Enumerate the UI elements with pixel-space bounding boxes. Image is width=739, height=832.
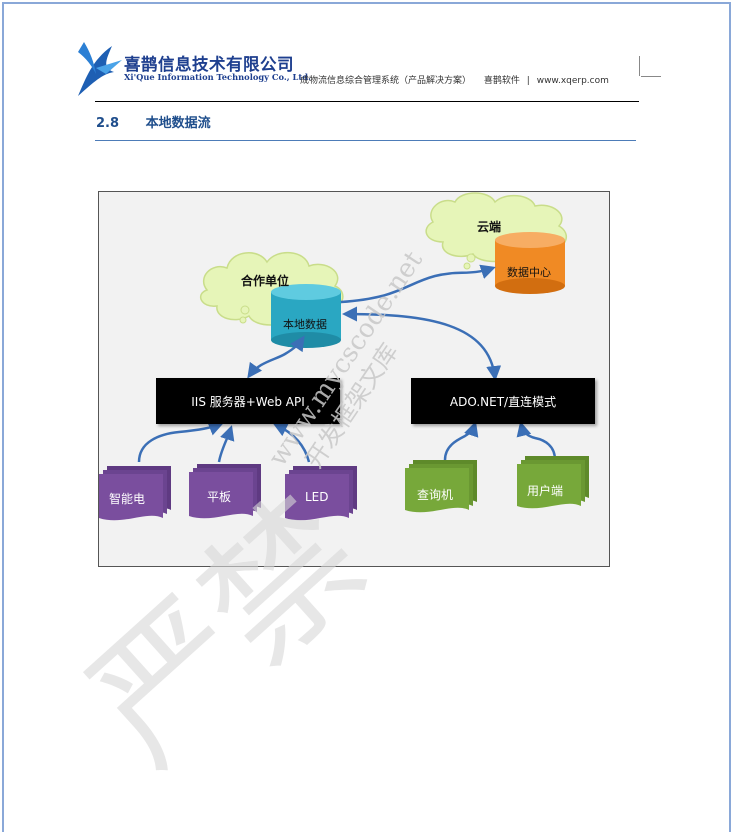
header-info: 成物流信息综合管理系统（产品解决方案） 喜鹊软件 | www.xqerp.com — [300, 73, 609, 86]
remote-cloud-label: 云端 — [477, 220, 502, 234]
data-flow-diagram: 合作单位 云端 本地数据 数据中心 IIS 服务器+Web API ADO.NE… — [98, 191, 610, 567]
local-data-label: 本地数据 — [283, 318, 327, 331]
arrow-local-to-ado — [342, 306, 502, 381]
magpie-logo-icon — [78, 42, 122, 96]
arrow-iis-to-local — [247, 335, 305, 379]
client-doc-5 — [517, 456, 589, 509]
arrow-client2-to-iis — [217, 425, 235, 463]
section-title: 本地数据流 — [145, 116, 211, 131]
section-number: 2.8 — [96, 116, 120, 131]
header-separator: | — [526, 76, 530, 86]
data-center-label: 数据中心 — [507, 266, 551, 279]
company-name-en: Xi'Que Information Technology Co., Ltd. — [124, 72, 311, 82]
brand-name: 喜鹊软件 — [483, 76, 520, 86]
client-label: 用户端 — [527, 484, 564, 498]
iis-server-box: IIS 服务器+Web API — [156, 378, 340, 424]
client-doc-2 — [189, 464, 261, 519]
client-label: 查询机 — [417, 488, 454, 502]
data-center-cylinder — [495, 232, 565, 294]
client-doc-3 — [285, 466, 357, 521]
company-name-cn: 喜鹊信息技术有限公司 — [124, 55, 294, 74]
section-divider — [95, 140, 636, 141]
local-data-cylinder — [271, 284, 341, 348]
crop-mark — [641, 76, 661, 77]
client-doc-1 — [99, 466, 171, 521]
header-divider — [95, 101, 639, 102]
crop-mark — [639, 56, 640, 76]
section-heading: 2.8 本地数据流 — [96, 112, 211, 131]
partner-cloud-label: 合作单位 — [241, 274, 290, 288]
doc-title: 成物流信息综合管理系统（产品解决方案） — [300, 76, 472, 86]
client-label: LED — [305, 490, 329, 504]
arrow-client4-to-ado — [443, 421, 479, 461]
client-label: 智能电 — [109, 492, 146, 506]
arrow-local-to-datacenter — [340, 264, 496, 304]
arrow-client3-to-iis — [272, 422, 311, 463]
connectors — [137, 264, 557, 463]
arrow-client1-to-iis — [137, 421, 224, 463]
website-link[interactable]: www.xqerp.com — [536, 76, 609, 86]
arrow-client5-to-ado — [516, 421, 557, 461]
ado-net-box: ADO.NET/直连模式 — [411, 378, 595, 424]
client-label: 平板 — [207, 490, 232, 504]
client-doc-4 — [405, 460, 477, 513]
diagram-canvas — [99, 192, 589, 521]
